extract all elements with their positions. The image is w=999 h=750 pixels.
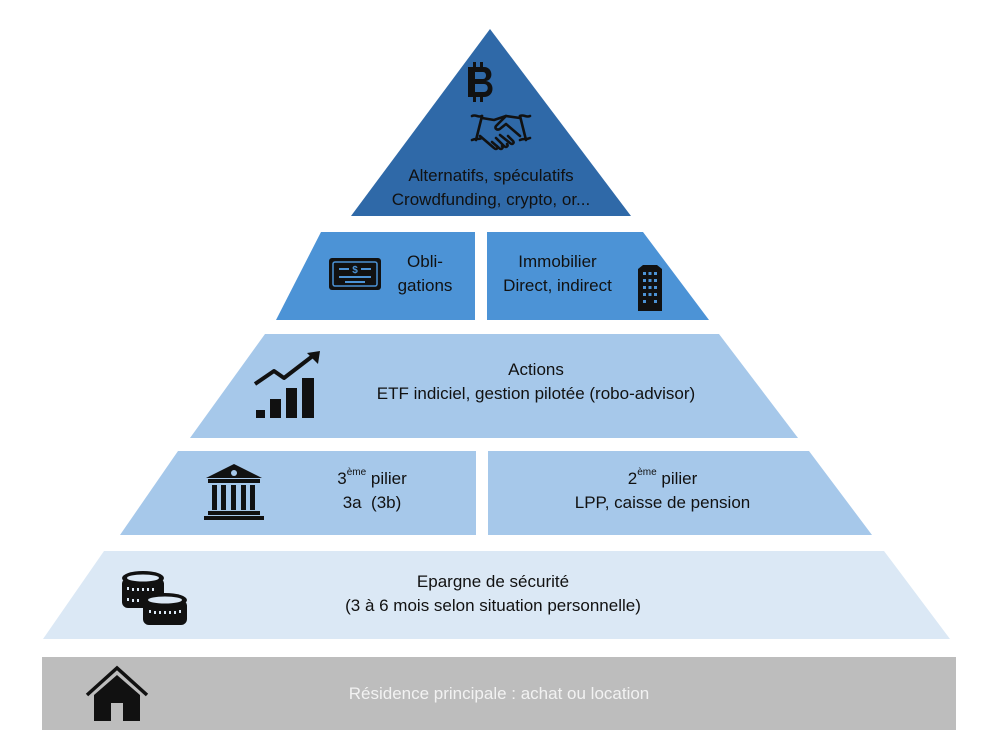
level-stocks-line2: ETF indiciel, gestion pilotée (robo-advi… [376, 384, 696, 403]
house-icon [85, 665, 149, 721]
building-icon [638, 265, 662, 311]
level-residence-shape [42, 657, 956, 730]
level-top-shape [351, 29, 631, 216]
level-bonds-text: Obli- gations [390, 250, 460, 298]
level-residence-line1: Résidence principale : achat ou location [348, 684, 650, 703]
level-realestate-line1: Immobilier [518, 252, 597, 271]
pillar2-title-text: pilier [656, 469, 698, 488]
level-top-line2: Crowdfunding, crypto, or... [391, 190, 591, 209]
level-realestate-text: Immobilier Direct, indirect [490, 250, 625, 298]
growth-chart-icon [253, 351, 320, 418]
pillar3-title-text: pilier [366, 469, 407, 488]
svg-text:$: $ [352, 265, 358, 276]
level-top-text: Alternatifs, spéculatifs Crowdfunding, c… [351, 164, 631, 212]
level-stocks-line1: Actions [508, 360, 564, 379]
certificate-dollar-icon: $ [329, 258, 381, 290]
pillar2-number: 2 [627, 469, 638, 488]
pillar3-number: 3 [337, 469, 347, 488]
level-pillar3-title: 3ème pilier [300, 467, 444, 491]
level-pillar3-text: 3ème pilier 3a (3b) [300, 467, 444, 515]
pillar2-ordinal: ème [637, 467, 657, 478]
level-pillar2-text: 2ème pilier LPP, caisse de pension [540, 467, 785, 515]
level-realestate-line2: Direct, indirect [503, 276, 612, 295]
level-bonds-line2: gations [397, 276, 453, 295]
level-pillar3-line2: 3a (3b) [342, 493, 402, 512]
bitcoin-icon [468, 62, 493, 102]
level-stocks-shape [190, 334, 798, 438]
level-savings-shape [43, 551, 950, 639]
level-pillar2-shape [488, 451, 872, 535]
level-stocks-text: Actions ETF indiciel, gestion pilotée (r… [330, 358, 742, 406]
handshake-icon [470, 114, 532, 151]
coins-icon [122, 571, 187, 625]
pillar3-ordinal: ème [346, 467, 367, 478]
level-pillar2-line2: LPP, caisse de pension [574, 493, 751, 512]
level-savings-line1: Epargne de sécurité [416, 572, 570, 591]
level-savings-line2: (3 à 6 mois selon situation personnelle) [345, 596, 641, 615]
bank-icon [204, 464, 264, 520]
level-bonds-line1: Obli- [407, 252, 443, 271]
level-savings-text: Epargne de sécurité (3 à 6 mois selon si… [290, 570, 696, 618]
level-top-line1: Alternatifs, spéculatifs [408, 166, 574, 185]
level-residence-text: Résidence principale : achat ou location [250, 682, 748, 706]
level-pillar2-title: 2ème pilier [540, 467, 785, 491]
